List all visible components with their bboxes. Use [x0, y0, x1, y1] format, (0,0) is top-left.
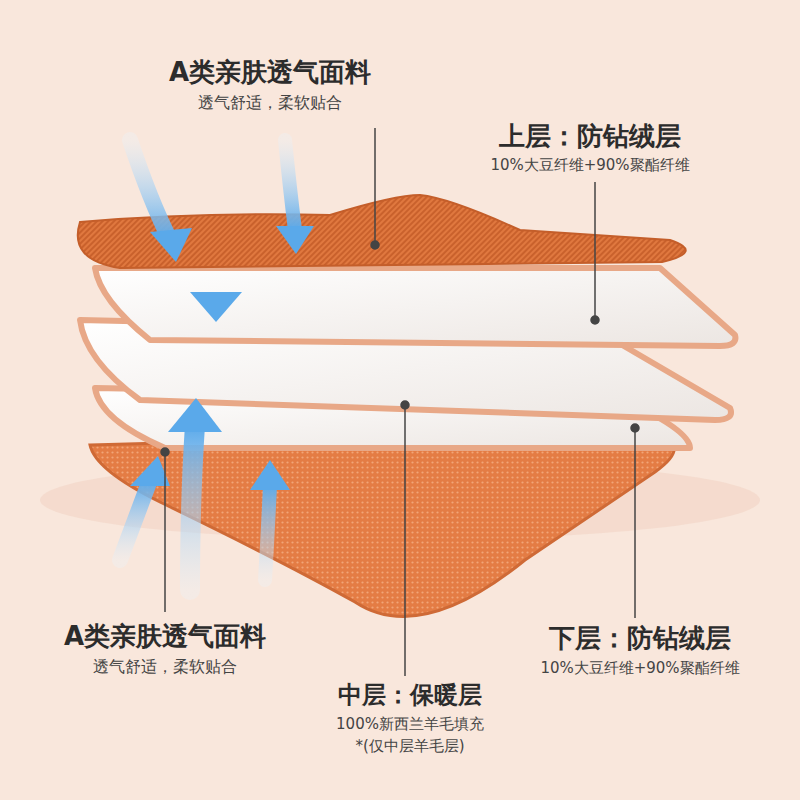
callout-note: 透气舒适，柔软贴合	[93, 658, 237, 676]
callout-heading: A类亲肤透气面料	[64, 622, 266, 652]
callout-heading: 下层：防钻绒层	[549, 624, 731, 654]
callout-note: 透气舒适，柔软贴合	[198, 94, 342, 112]
callout-heading: 上层：防钻绒层	[499, 122, 681, 152]
callout-note: 10%大豆纤维+90%聚酯纤维	[540, 660, 739, 677]
callout-note: *(仅中层羊毛层)	[355, 738, 464, 755]
callout-note: 10%大豆纤维+90%聚酯纤维	[490, 157, 689, 174]
callout-heading: 中层：保暖层	[338, 682, 482, 710]
callout-heading: A类亲肤透气面料	[169, 58, 371, 88]
callout-note: 100%新西兰羊毛填充	[336, 716, 484, 733]
